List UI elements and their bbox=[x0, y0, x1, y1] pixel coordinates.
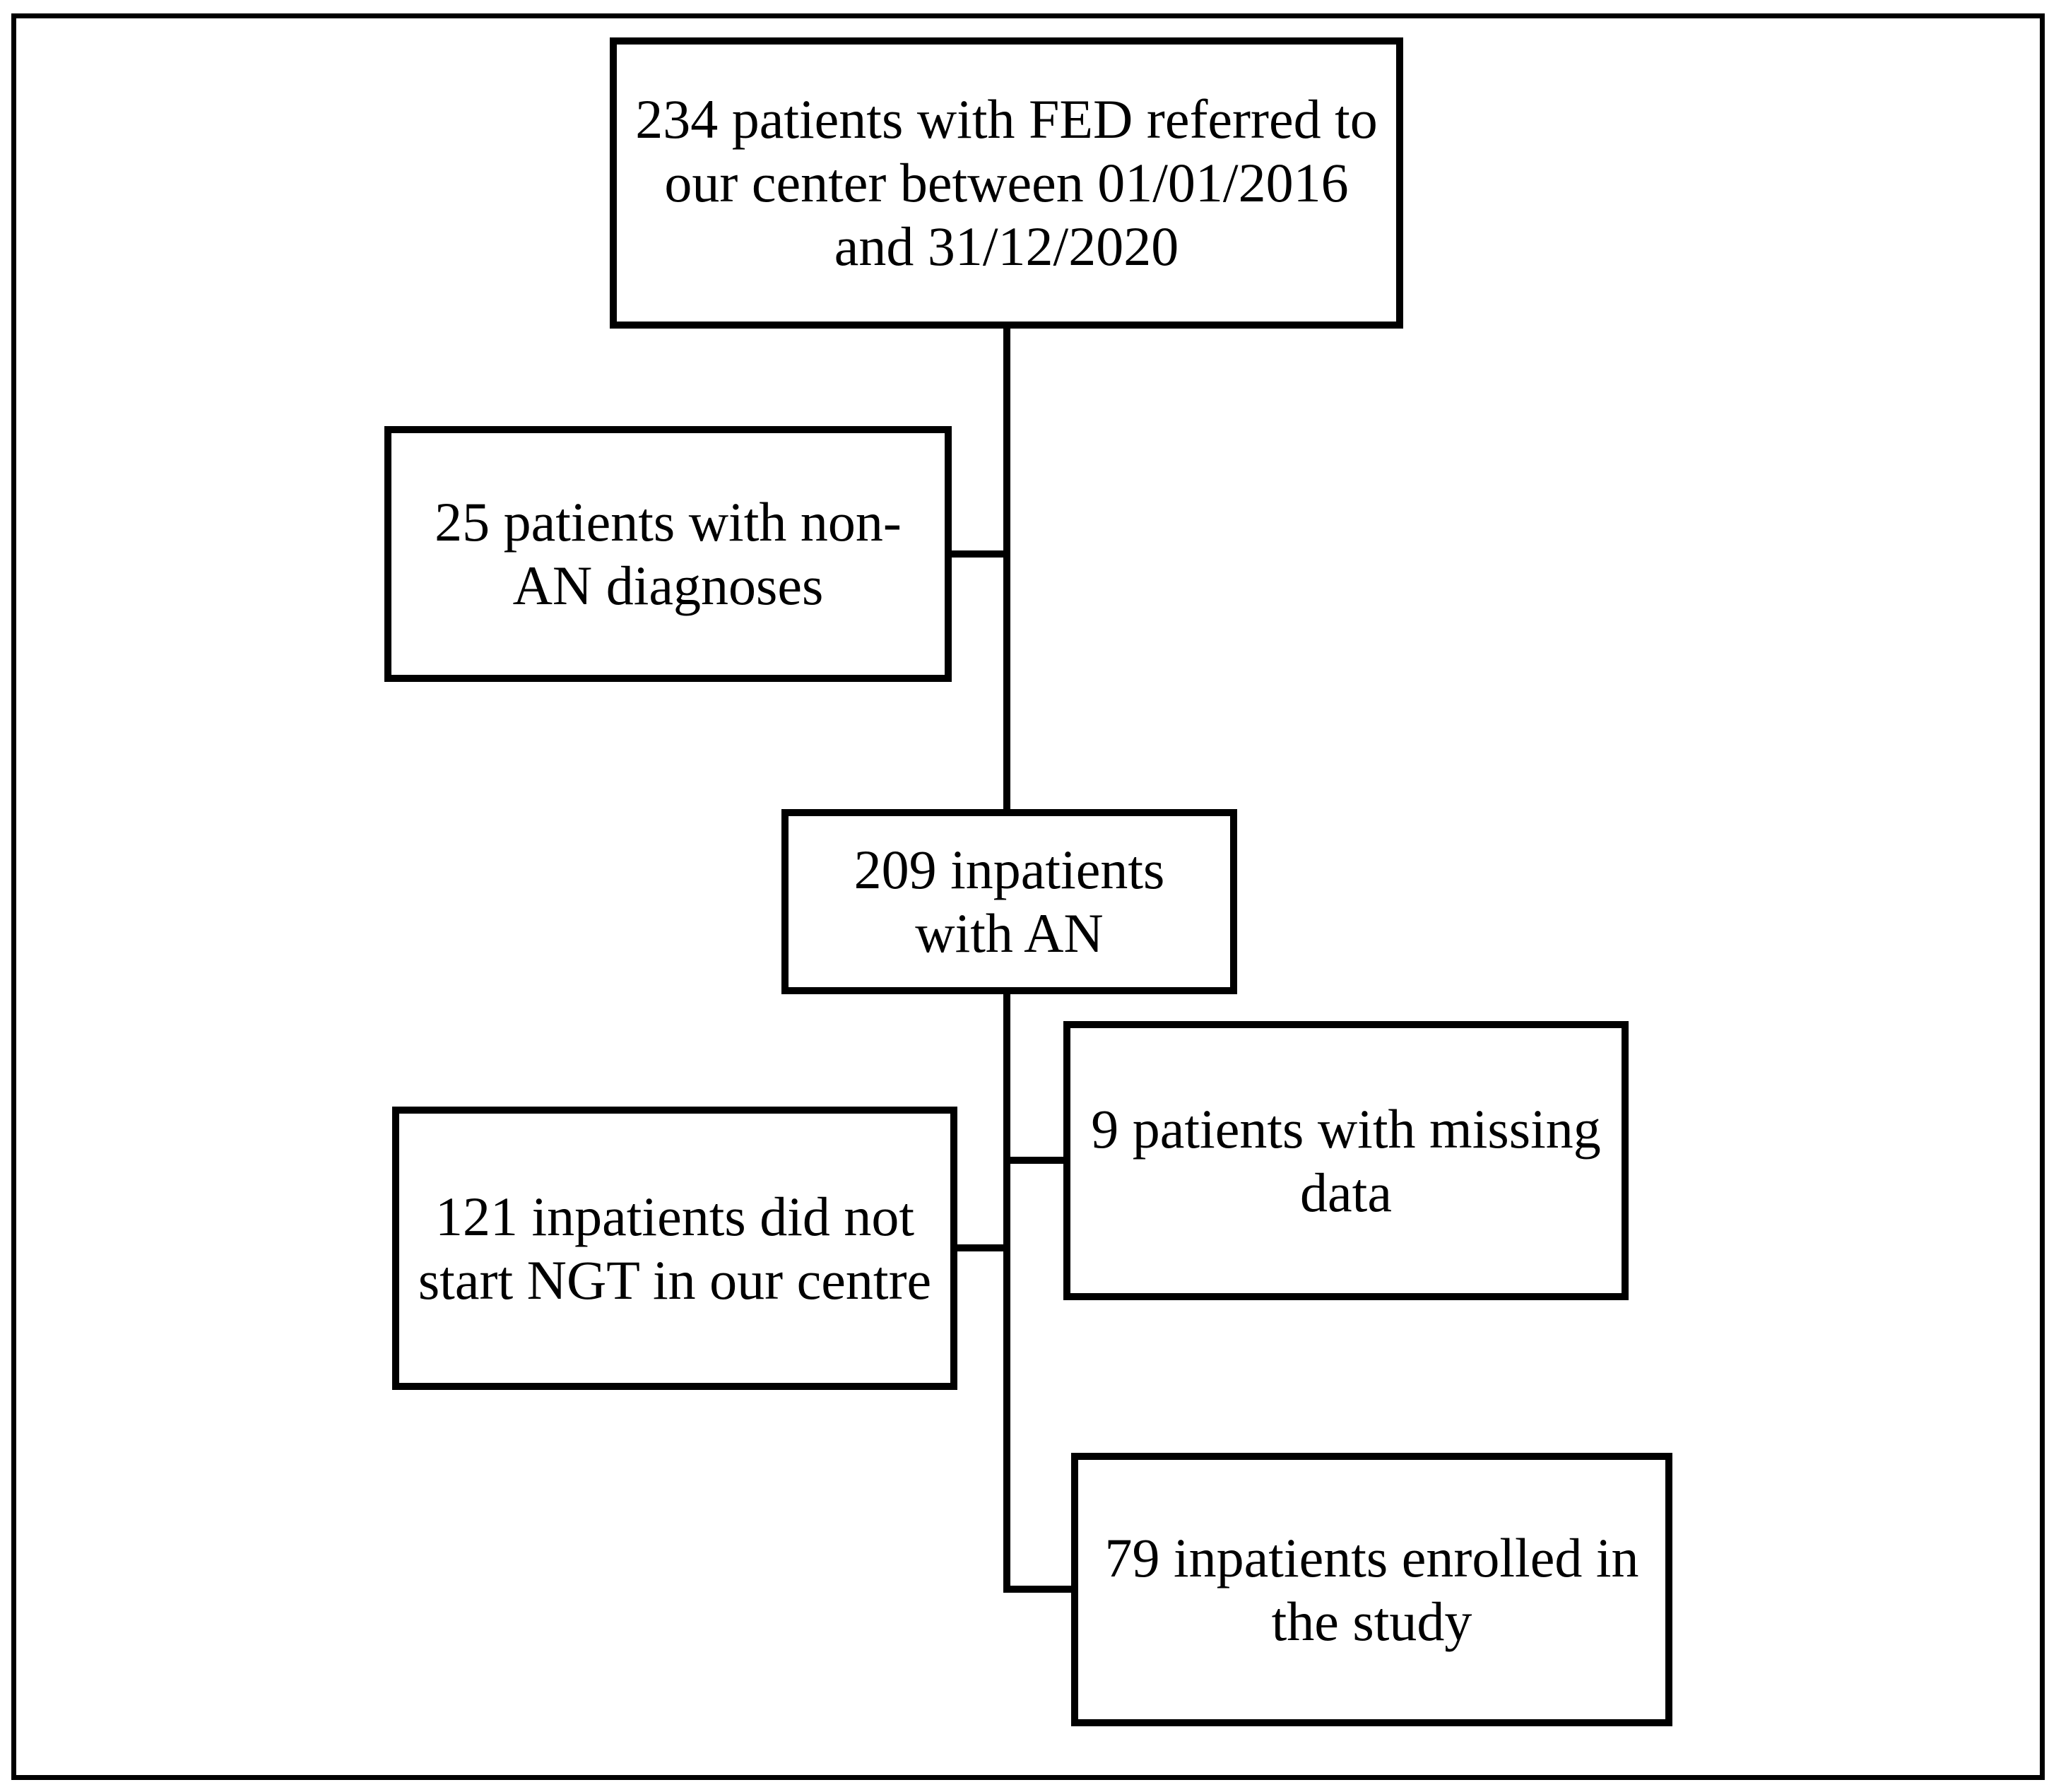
flow-box-non-an-diagnoses: 25 patients with non- AN diagnoses bbox=[384, 426, 952, 682]
flow-box-referred: 234 patients with FED referred to our ce… bbox=[610, 37, 1403, 329]
flow-box-no-ngt: 121 inpatients did not start NGT in our … bbox=[392, 1107, 957, 1390]
connector-branch-no-ngt bbox=[957, 1244, 1010, 1251]
outer-frame bbox=[11, 13, 2045, 1780]
connector-elbow-enrolled bbox=[1003, 1586, 1071, 1593]
flow-box-enrolled: 79 inpatients enrolled in the study bbox=[1071, 1453, 1672, 1726]
flow-box-missing-data: 9 patients with missing data bbox=[1063, 1021, 1629, 1300]
flow-box-inpatients-an: 209 inpatients with AN bbox=[781, 809, 1237, 994]
connector-spine-lower bbox=[1003, 994, 1010, 1593]
connector-branch-non-an bbox=[952, 550, 1010, 558]
connector-branch-missing bbox=[1003, 1157, 1063, 1164]
connector-spine-upper bbox=[1003, 329, 1010, 809]
